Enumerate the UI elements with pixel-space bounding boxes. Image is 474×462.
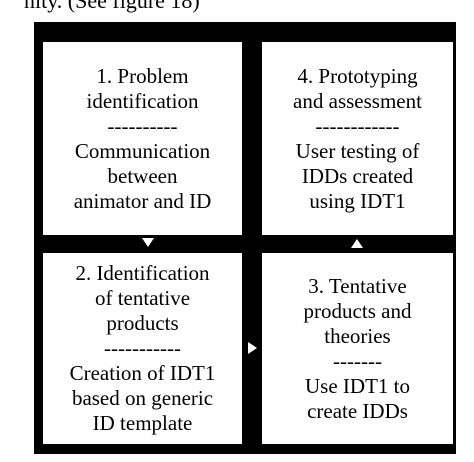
step-1-body-line-1: Communication — [74, 138, 211, 163]
step-1-body-line-2: between — [107, 163, 178, 188]
figure-caption-fragment: nity. (See figure 18) — [24, 0, 200, 13]
step-4-title-line-2: and assessment — [293, 88, 422, 113]
step-3-title-line-1: 3. Tentative — [308, 273, 407, 298]
step-4-body-line-2: IDDs created — [301, 163, 414, 188]
step-1-title-line-2: identification — [86, 88, 199, 113]
step-3-body-line-1: Use IDT1 to — [305, 373, 410, 398]
step-1-body-line-3: animator and ID — [73, 188, 212, 213]
arrow-step3-to-step4-icon — [351, 239, 363, 248]
arrow-step2-to-step3-icon — [248, 342, 257, 354]
step-4-body-line-1: User testing of — [295, 138, 420, 163]
step-4-prototyping-assessment: 4. Prototyping and assessment ----------… — [262, 42, 453, 235]
step-2-divider: ----------- — [104, 336, 181, 360]
step-2-body-line-1: Creation of IDT1 — [69, 361, 216, 385]
step-3-title-line-2: products and — [303, 298, 412, 323]
step-3-tentative-products-theories: 3. Tentative products and theories -----… — [262, 253, 453, 444]
step-2-body-line-2: based on generic — [71, 386, 214, 410]
step-3-title-line-3: theories — [324, 323, 391, 348]
step-3-divider: ------- — [333, 348, 382, 373]
step-2-body-line-3: ID template — [92, 411, 193, 435]
step-4-divider: ------------ — [315, 113, 400, 138]
arrow-step1-to-step2-icon — [142, 238, 154, 247]
step-2-title-line-2: of tentative — [94, 286, 191, 310]
step-2-title-line-3: products — [106, 311, 179, 335]
step-3-body-line-2: create IDDs — [307, 398, 408, 423]
step-4-title-line-1: 4. Prototyping — [297, 63, 418, 88]
step-1-title-line-1: 1. Problem — [96, 63, 189, 88]
step-2-title-line-1: 2. Identification — [75, 261, 210, 285]
step-4-body-line-3: using IDT1 — [309, 188, 406, 213]
step-2-identification-tentative-products: 2. Identification of tentative products … — [43, 253, 242, 444]
step-1-problem-identification: 1. Problem identification ---------- Com… — [43, 42, 242, 235]
step-1-divider: ---------- — [107, 113, 178, 138]
